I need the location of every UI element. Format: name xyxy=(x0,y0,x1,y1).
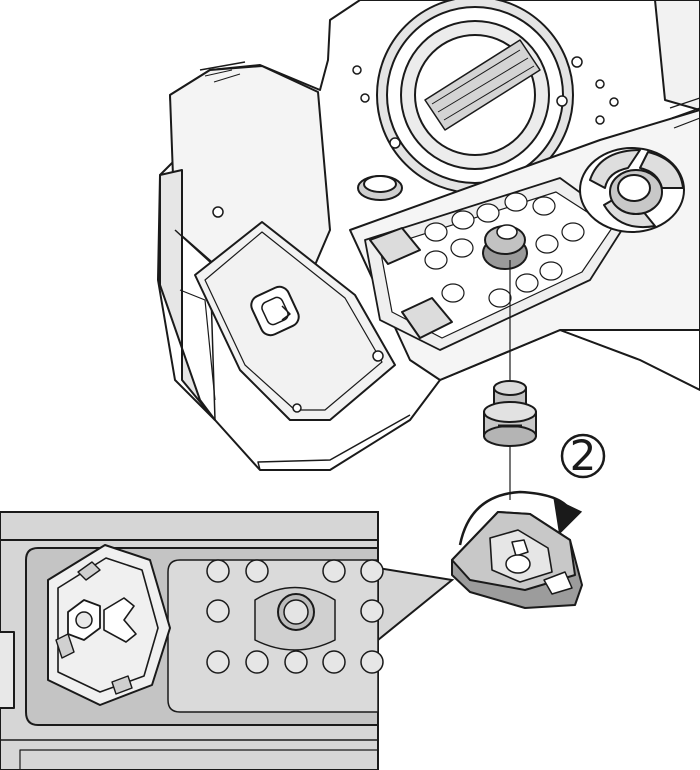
inset-callout xyxy=(0,511,455,770)
screw-icon xyxy=(483,380,537,447)
step-number-circle xyxy=(560,433,606,479)
plate-piece-icon xyxy=(451,511,583,609)
rotation-arrow-icon xyxy=(458,490,583,546)
camera-body-icon xyxy=(157,0,700,471)
step-number: 2 xyxy=(569,431,597,480)
